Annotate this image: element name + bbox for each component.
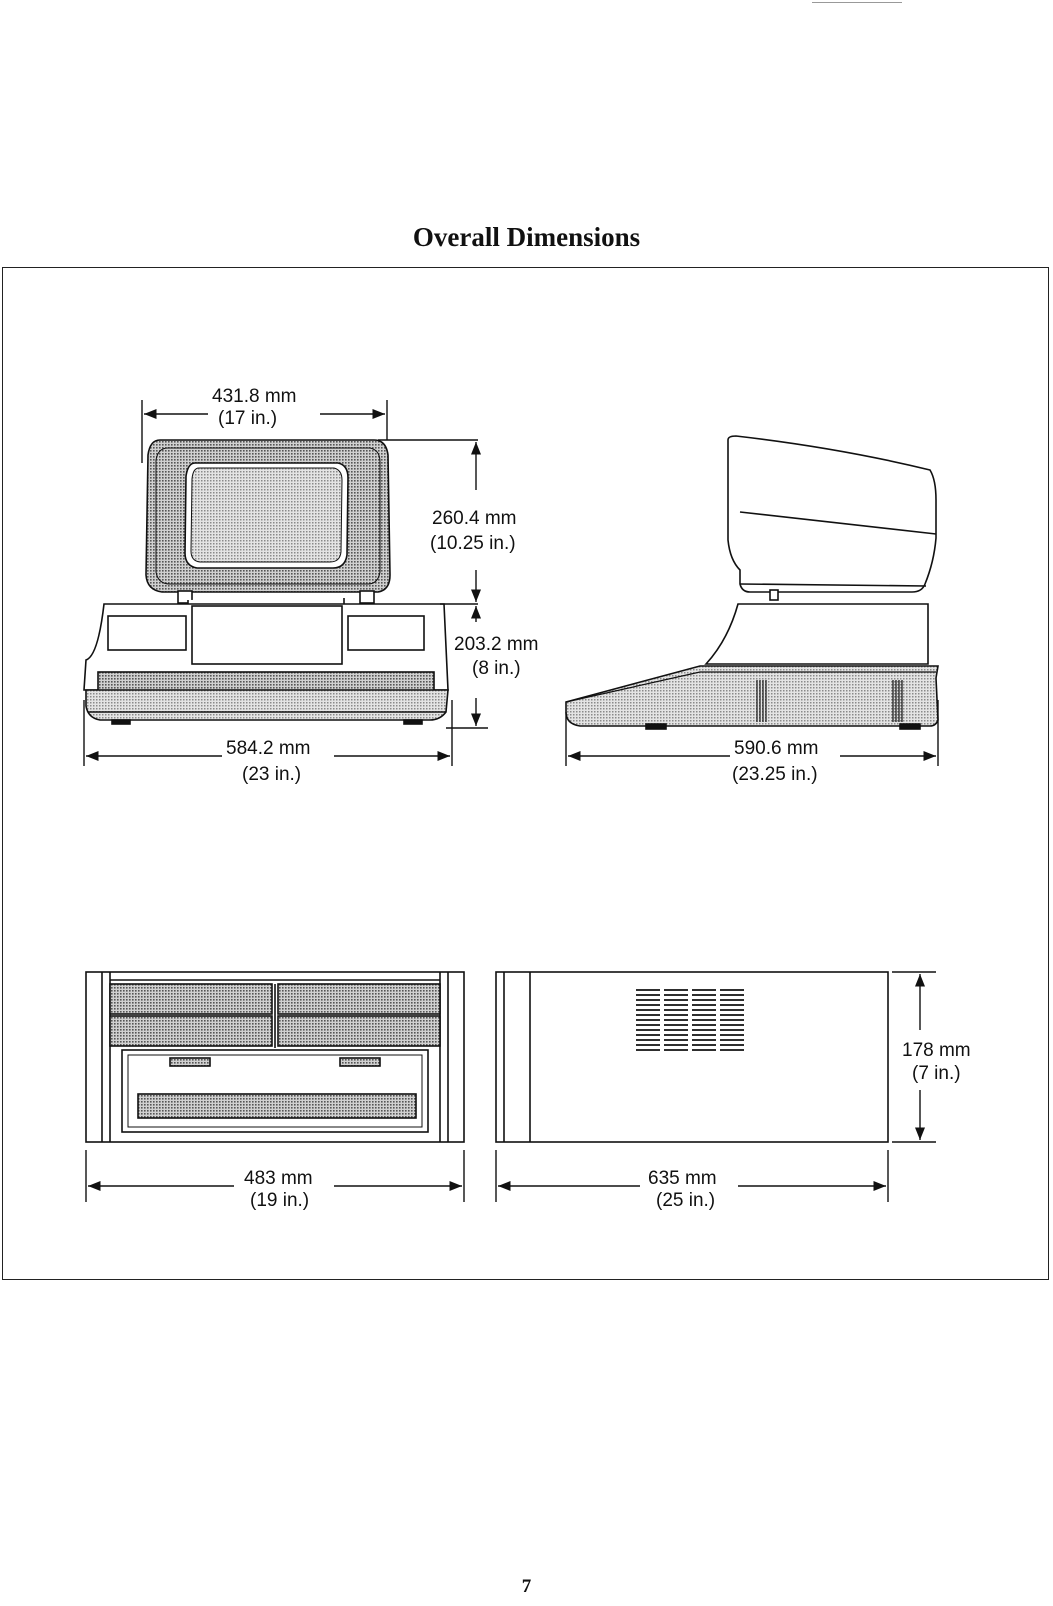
- dim-unit-height: [892, 971, 936, 1143]
- dim-base-width: [83, 700, 453, 766]
- side-view-terminal: [565, 435, 939, 730]
- dim-unit-width: [85, 1150, 465, 1202]
- dim-side-depth: [565, 700, 939, 766]
- front-view-system-unit: [85, 971, 465, 1143]
- dim-front-width: [141, 400, 388, 463]
- unit-height-in: (7 in.): [912, 1063, 961, 1084]
- monitor-height-in: (10.25 in.): [430, 533, 516, 554]
- figure-frame: [2, 267, 1049, 1280]
- side-depth-mm: 590.6 mm: [734, 738, 818, 759]
- monitor-height-mm: 260.4 mm: [432, 508, 516, 529]
- unit-width-in: (19 in.): [250, 1190, 309, 1211]
- dim-monitor-height: [378, 439, 482, 605]
- unit-depth-in: (25 in.): [656, 1190, 715, 1211]
- side-depth-in: (23.25 in.): [732, 764, 818, 785]
- top-edge-rule: [812, 2, 902, 3]
- side-view-system-unit: [495, 971, 889, 1143]
- page-number: 7: [521, 1576, 532, 1597]
- base-height-mm: 203.2 mm: [454, 634, 538, 655]
- dim-base-height: [446, 606, 488, 729]
- base-height-in: (8 in.): [472, 658, 521, 679]
- base-width-mm: 584.2 mm: [226, 738, 310, 759]
- base-width-in: (23 in.): [242, 764, 301, 785]
- unit-depth-mm: 635 mm: [648, 1168, 717, 1189]
- vent-grille: [636, 989, 744, 1051]
- page-title: Overall Dimensions: [412, 222, 641, 252]
- front-view-terminal: [83, 439, 449, 725]
- unit-height-mm: 178 mm: [902, 1040, 971, 1061]
- dim-unit-depth: [495, 1150, 889, 1202]
- front-width-in: (17 in.): [218, 408, 277, 429]
- unit-width-mm: 483 mm: [244, 1168, 313, 1189]
- front-width-mm: 431.8 mm: [212, 386, 296, 407]
